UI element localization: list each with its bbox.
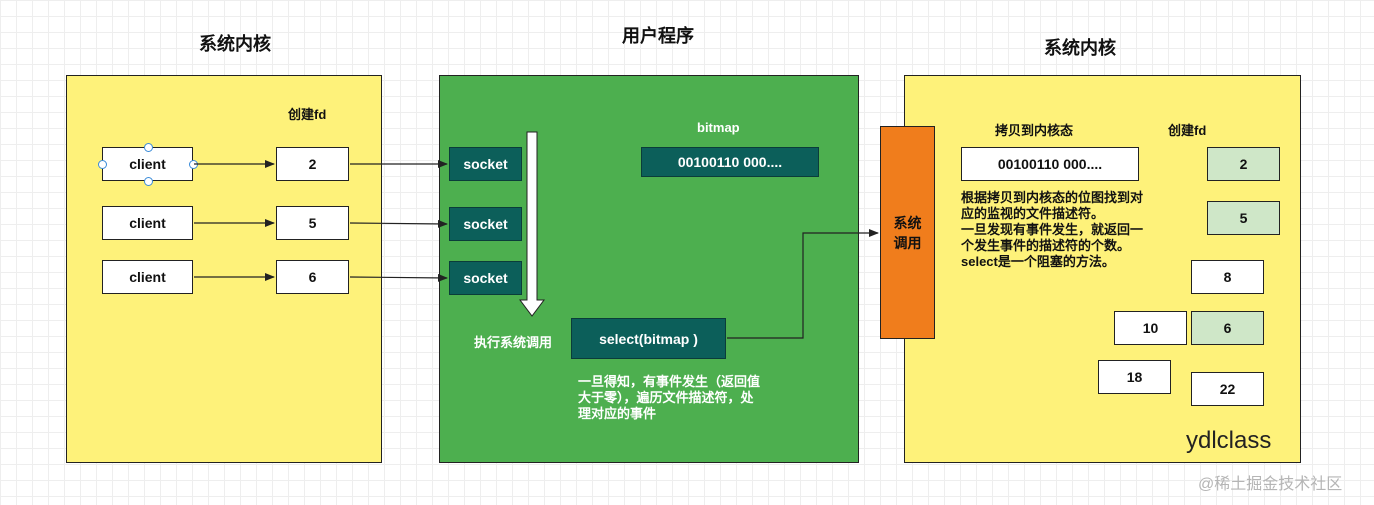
exec-syscall-label: 执行系统调用 [474, 335, 553, 350]
select-call-box[interactable]: select(bitmap ) [571, 318, 726, 359]
kernel-note-line-5: select是一个阻塞的方法。 [961, 254, 1115, 269]
kernel-note-line-1: 根据拷贝到内核态的位图找到对 [961, 190, 1144, 205]
bitmap-label: bitmap [697, 120, 740, 135]
kernel-fd-8[interactable]: 8 [1191, 260, 1264, 294]
copy-to-kernel-label: 拷贝到内核态 [995, 123, 1074, 138]
selection-handle-bottom[interactable] [144, 177, 153, 186]
user-note: 一旦得知，有事件发生（返回值 大于零），遍历文件描述符，处 理对应的事件 [578, 374, 760, 422]
arrow-select-syscall [727, 229, 879, 339]
client-box-3[interactable]: client [102, 260, 193, 294]
process-flow-arrow [519, 131, 545, 317]
brand-label: ydlclass [1186, 427, 1272, 454]
selection-handle-top[interactable] [144, 143, 153, 152]
kernel-fd-2[interactable]: 2 [1207, 147, 1280, 181]
bitmap-value-box[interactable]: 00100110 000.... [641, 147, 819, 177]
fd-box-2[interactable]: 2 [276, 147, 349, 181]
fd-box-6[interactable]: 6 [276, 260, 349, 294]
socket-box-3[interactable]: socket [449, 261, 522, 295]
watermark-text: @稀土掘金技术社区 [1198, 476, 1343, 493]
kernel-note-line-2: 应的监视的文件描述符。 [961, 206, 1105, 221]
client-box-2[interactable]: client [102, 206, 193, 240]
selection-handle-left[interactable] [98, 160, 107, 169]
socket-box-1[interactable]: socket [449, 147, 522, 181]
client-box-1[interactable]: client [102, 147, 193, 181]
kernel-fd-6[interactable]: 6 [1191, 311, 1264, 345]
kernel-fd-5[interactable]: 5 [1207, 201, 1280, 235]
socket-box-2[interactable]: socket [449, 207, 522, 241]
user-program-title: 用户程序 [622, 26, 694, 46]
kernel-note-line-3: 一旦发现有事件发生，就返回一 [961, 222, 1144, 237]
kernel-note: 根据拷贝到内核态的位图找到对 应的监视的文件描述符。 一旦发现有事件发生，就返回… [961, 190, 1143, 270]
left-kernel-title: 系统内核 [199, 34, 271, 54]
fd-box-5[interactable]: 5 [276, 206, 349, 240]
kernel-fd-22[interactable]: 22 [1191, 372, 1264, 406]
syscall-box-front[interactable]: 系统 调用 [880, 126, 935, 339]
user-note-line-3: 理对应的事件 [578, 406, 657, 421]
arrow-fd6-socket [349, 273, 448, 282]
arrow-fd5-socket [349, 219, 448, 228]
kernel-fd-18[interactable]: 18 [1098, 360, 1171, 394]
kernel-bitmap-box[interactable]: 00100110 000.... [961, 147, 1139, 181]
left-create-fd-label: 创建fd [288, 107, 327, 122]
right-kernel-title: 系统内核 [1044, 38, 1116, 58]
right-create-fd-label: 创建fd [1168, 123, 1207, 138]
kernel-fd-10[interactable]: 10 [1114, 311, 1187, 345]
user-note-line-2: 大于零），遍历文件描述符，处 [578, 390, 754, 405]
user-note-line-1: 一旦得知，有事件发生（返回值 [578, 374, 761, 389]
kernel-note-line-4: 个发生事件的描述符的个数。 [961, 238, 1131, 253]
